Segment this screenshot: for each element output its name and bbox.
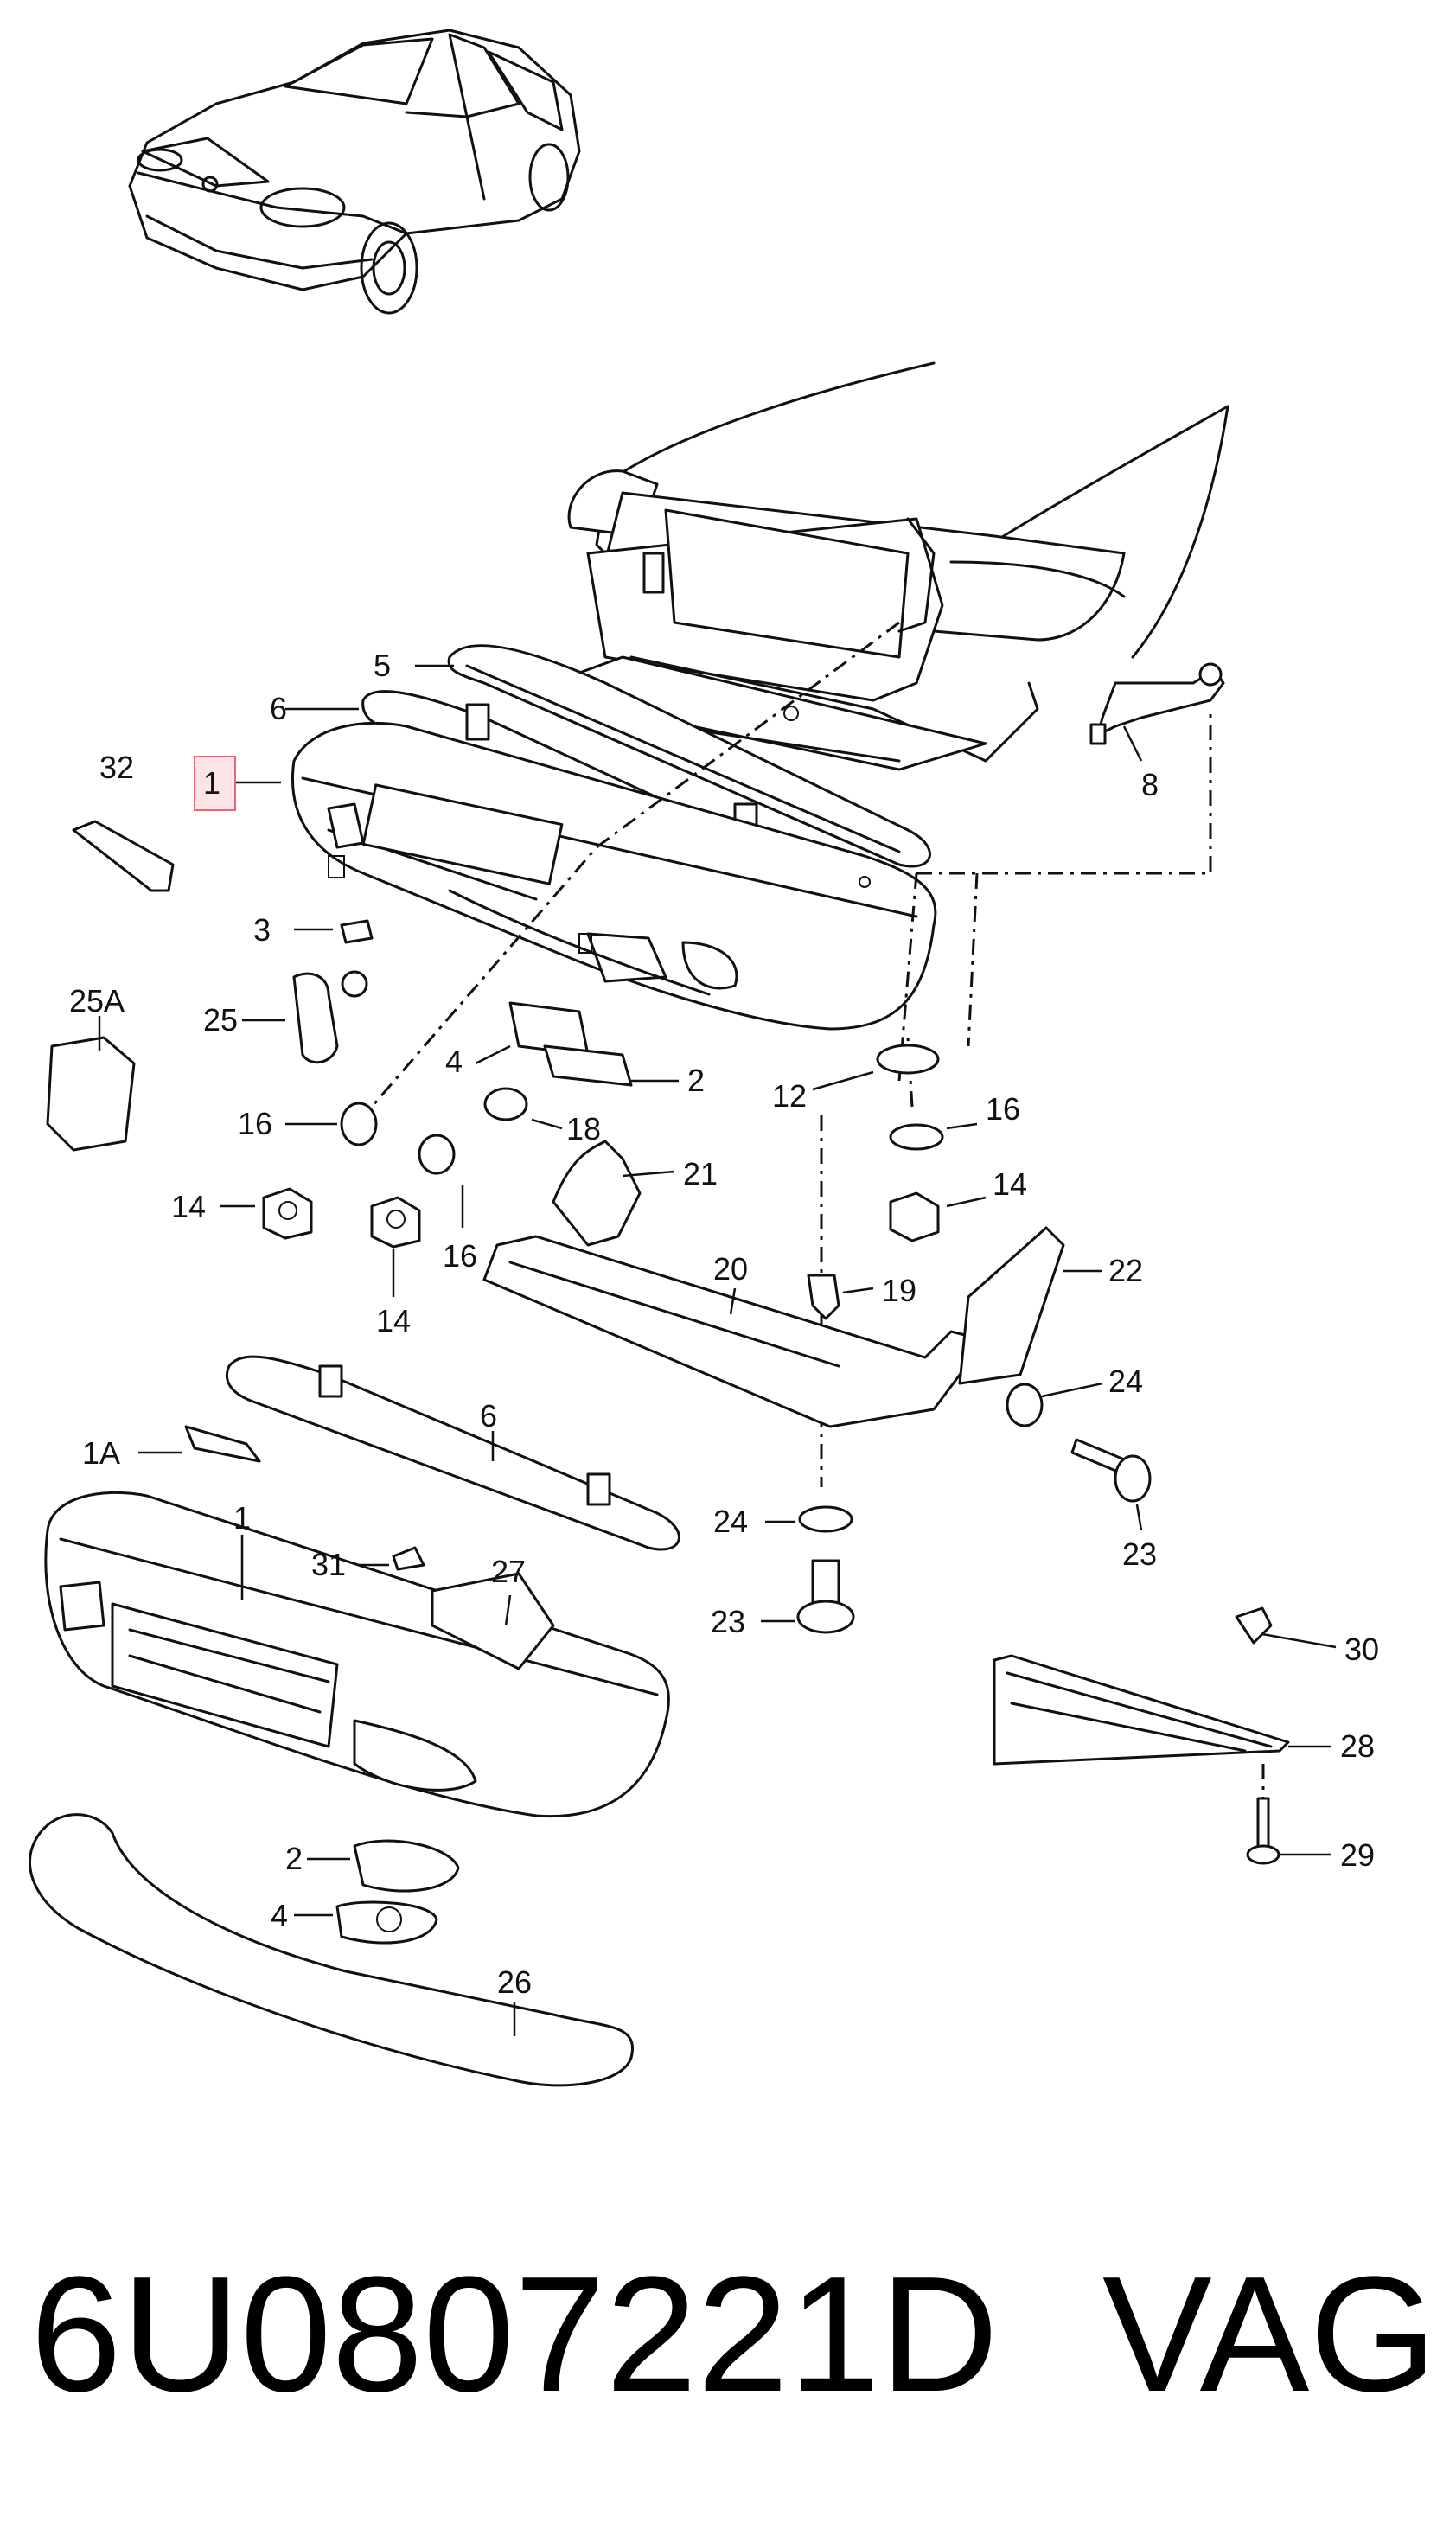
bracket-part-21 <box>552 1140 642 1247</box>
leader-lines <box>98 664 1337 2036</box>
callout-23-b: 23 <box>711 1604 745 1639</box>
strip-part-1A <box>184 1425 261 1463</box>
washer-part-16-a <box>340 1102 378 1146</box>
bumper-assembly-lower <box>28 1355 680 2087</box>
nut-part-14-c <box>889 1191 940 1242</box>
callout-28: 28 <box>1340 1728 1375 1764</box>
callout-25A: 25A <box>69 983 125 1019</box>
rail-part-20 <box>482 1235 987 1428</box>
callout-25: 25 <box>203 1002 238 1038</box>
bracket-part-22 <box>958 1226 1065 1385</box>
corner-trim-part-28 <box>993 1654 1290 1766</box>
callout-29: 29 <box>1340 1837 1375 1873</box>
spoiler-part-26 <box>28 1813 634 2087</box>
plate-part-25A <box>46 1036 136 1152</box>
callout-6-low: 6 <box>480 1398 497 1434</box>
washer-part-12 <box>876 1044 940 1075</box>
washer-part-24-a <box>1006 1383 1044 1427</box>
clip-part-3 <box>340 919 374 944</box>
plate-part-2-upper <box>543 1044 633 1087</box>
nut-part-14-b <box>370 1196 421 1249</box>
callout-27: 27 <box>491 1554 526 1589</box>
strip-part-32 <box>72 820 175 892</box>
callout-26: 26 <box>497 1964 532 2000</box>
callout-21: 21 <box>683 1156 718 1191</box>
screw-part-29 <box>1246 1797 1280 1865</box>
bracket-part-8 <box>1089 662 1225 762</box>
callout-1-low: 1 <box>233 1500 251 1536</box>
washer-part-24-b <box>798 1505 853 1533</box>
callout-24-a: 24 <box>1108 1364 1143 1399</box>
callout-16-a: 16 <box>238 1106 272 1141</box>
callout-20: 20 <box>713 1251 748 1287</box>
bolt-part-23-a <box>1070 1438 1152 1503</box>
callout-23-a: 23 <box>1122 1536 1157 1572</box>
cover-part-27 <box>431 1572 555 1670</box>
callout-labels: 32 1 5 6 8 3 25A 25 4 2 12 16 18 16 21 1… <box>69 648 1379 2000</box>
screw-part-31 <box>392 1546 425 1571</box>
callout-31: 31 <box>311 1547 346 1582</box>
body-front-panel-illustration <box>526 361 1229 771</box>
callout-16-c: 16 <box>986 1091 1020 1127</box>
mount-part-25 <box>292 970 368 1064</box>
callout-6-top: 6 <box>270 691 287 726</box>
callout-14-c: 14 <box>993 1166 1027 1202</box>
clip-part-30 <box>1235 1606 1273 1645</box>
callout-32: 32 <box>99 750 134 785</box>
bumper-bar-part-6 <box>225 1355 680 1551</box>
callout-2-mid: 2 <box>687 1063 705 1098</box>
callout-24-b: 24 <box>713 1504 748 1539</box>
callout-30: 30 <box>1344 1632 1379 1667</box>
callout-1A: 1A <box>82 1435 120 1471</box>
callout-1-top: 1 <box>203 765 220 801</box>
part-number-label: 6U0807221D <box>30 2243 999 2426</box>
callout-4-low: 4 <box>271 1898 288 1933</box>
callout-19: 19 <box>882 1273 916 1308</box>
lamp-part-4-lower <box>335 1900 438 1945</box>
callout-4-mid: 4 <box>445 1044 463 1079</box>
lamp-part-2-lower <box>353 1839 460 1893</box>
callout-3: 3 <box>253 912 271 948</box>
bumper-cover-part-1 <box>44 1491 670 1818</box>
callout-12: 12 <box>772 1078 807 1114</box>
nut-part-14-a <box>262 1187 313 1240</box>
callout-14-a: 14 <box>171 1189 206 1224</box>
callout-2-low: 2 <box>285 1841 303 1876</box>
callout-22: 22 <box>1108 1253 1143 1288</box>
bumper-assembly-upper <box>291 644 937 1031</box>
callout-16-b: 16 <box>443 1238 477 1274</box>
callout-18: 18 <box>566 1111 601 1146</box>
washer-part-16-c <box>889 1123 944 1151</box>
callout-14-b: 14 <box>376 1303 411 1338</box>
highlight-box-callout-1 <box>194 756 236 811</box>
vehicle-overview-illustration <box>128 29 581 315</box>
bolt-part-23-b <box>796 1559 855 1634</box>
washer-part-16-b <box>418 1134 456 1175</box>
callout-8: 8 <box>1141 767 1159 802</box>
clip-part-19 <box>807 1274 840 1320</box>
callout-5: 5 <box>374 648 391 683</box>
brand-label: VAG <box>1102 2243 1437 2426</box>
washer-part-18 <box>483 1087 528 1121</box>
